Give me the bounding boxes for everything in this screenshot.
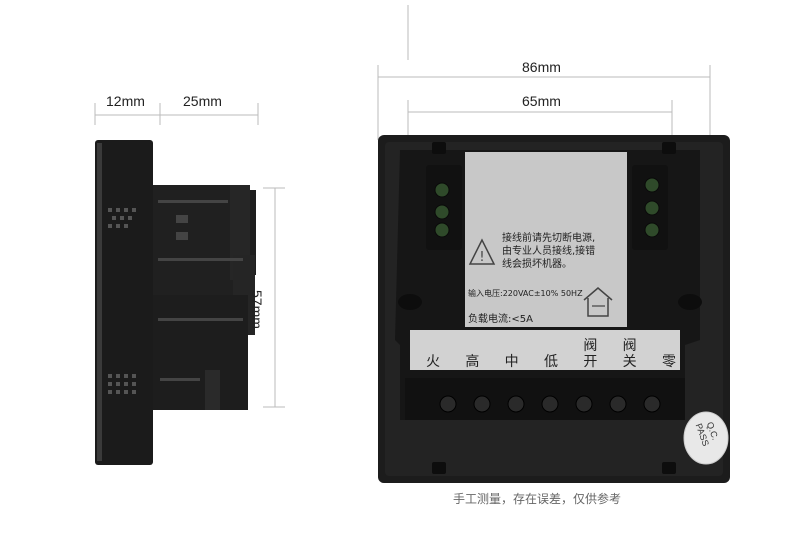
warning-line-2: 由专业人员接线,接错	[502, 246, 596, 257]
dim-label-back-depth: 25mm	[183, 93, 222, 109]
dim-label-height: 57mm	[249, 290, 265, 329]
svg-text:!: !	[479, 250, 484, 265]
warning-text: 接线前请先切断电源, 由专业人员接线,接错 线会损坏机器。	[502, 232, 627, 271]
side-view-device	[95, 140, 256, 465]
terminal-label: 高	[465, 354, 480, 370]
input-voltage-text: 输入电压:220VAC±10% 50HZ	[468, 289, 583, 298]
back-view-device: !	[378, 135, 730, 483]
warning-line-3: 线会损坏机器。	[502, 259, 572, 270]
terminal-label: 火	[426, 354, 440, 370]
terminal-label: 阀 开	[583, 338, 598, 370]
terminal-label: 阀 关	[622, 338, 637, 370]
dim-label-total-width: 86mm	[522, 59, 561, 75]
dim-label-front-depth: 12mm	[106, 93, 145, 109]
dim-label-inner-width: 65mm	[522, 93, 561, 109]
terminal-label: 零	[661, 354, 676, 370]
warning-line-1: 接线前请先切断电源,	[502, 233, 596, 244]
side-dimension-lines	[94, 103, 285, 408]
measurement-caption: 手工测量，存在误差，仅供参考	[453, 492, 622, 506]
terminal-label: 中	[504, 354, 519, 370]
load-current-text: 负载电流:<5A	[468, 314, 533, 325]
terminal-label-row: 火 高 中 低 阀 开 阀 关 零	[426, 334, 676, 370]
terminal-label: 低	[543, 354, 558, 370]
back-dimension-lines	[377, 5, 711, 140]
